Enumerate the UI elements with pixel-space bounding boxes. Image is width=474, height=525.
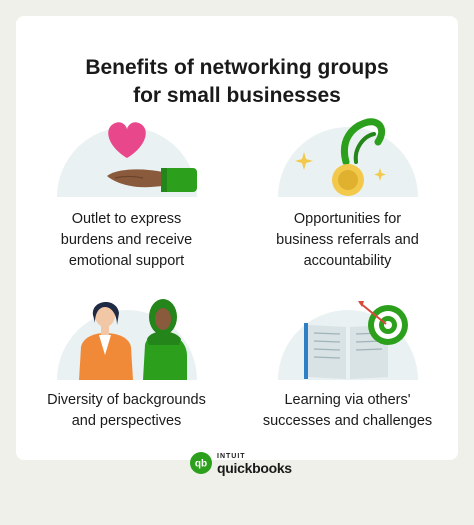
benefit-caption: Learning via others' successes and chall… [237, 390, 458, 432]
caption-line: Outlet to express [71, 211, 182, 227]
quickbooks-logo: qb INTUIT quickbooks [190, 452, 292, 482]
title-line-1: Benefits of networking groups [85, 56, 389, 79]
benefit-caption: Diversity of backgrounds and perspective… [16, 390, 237, 432]
caption-line: and perspectives [71, 413, 182, 429]
logo-mark-text: qb [195, 459, 207, 470]
caption-line: emotional support [68, 253, 185, 269]
benefit-caption: Outlet to express burdens and receive em… [16, 209, 237, 272]
caption-line: accountability [303, 253, 392, 269]
caption-line: successes and challenges [262, 413, 433, 429]
logo-wordmark: INTUIT quickbooks [217, 452, 292, 475]
medal-icon [278, 118, 418, 197]
diverse-people-icon [57, 299, 197, 380]
page-title: Benefits of networking groups for small … [16, 54, 458, 110]
caption-line: Opportunities for [293, 211, 402, 227]
logo-brand: INTUIT [217, 453, 246, 460]
logo-product: quickbooks [217, 460, 292, 476]
heart-hand-icon [57, 122, 197, 197]
book-target-icon [278, 301, 418, 380]
infographic-card: Benefits of networking groups for small … [16, 16, 458, 460]
benefit-caption: Opportunities for business referrals and… [237, 209, 458, 272]
caption-line: burdens and receive [60, 232, 193, 248]
caption-line: Learning via others' [284, 392, 411, 408]
title-line-2: for small businesses [133, 84, 341, 107]
caption-line: Diversity of backgrounds [47, 392, 206, 408]
caption-line: business referrals and [276, 232, 419, 248]
quickbooks-logo-icon: qb [190, 452, 212, 474]
